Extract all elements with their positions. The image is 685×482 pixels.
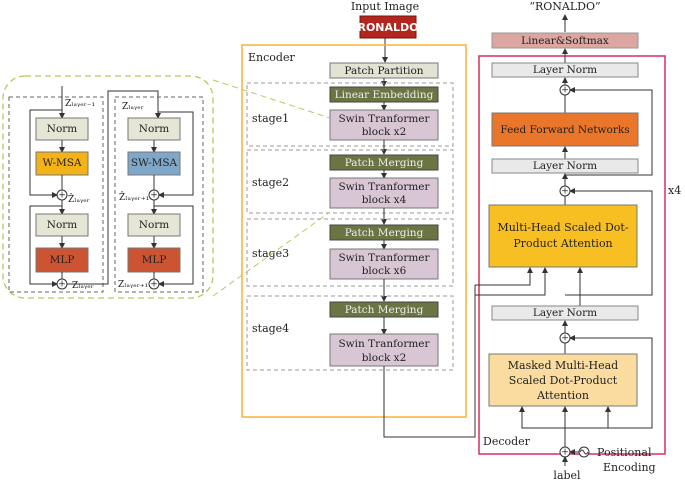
mha-block [488,204,638,268]
positional-encoding-line2: Encoding [603,461,656,474]
stage4-patch-merging-label: Patch Merging [345,304,424,316]
stage1-frame [246,82,454,147]
swin-detail-frame [2,75,214,299]
right-norm2-label: Norm [139,219,170,231]
layer-norm-3-label: Layer Norm [533,64,597,76]
stage2-swin-line2: block x4 [362,194,407,206]
stage1-swin-block [329,109,439,141]
left-z-out: Zₗₐᵧₑᵣ [72,281,94,291]
svg-text:+: + [58,191,66,201]
stage3-swin-line1: Swin Tranformer [338,252,430,264]
svg-text:+: + [561,187,569,197]
right-norm1-label: Norm [139,123,170,135]
stage2-frame [246,149,454,214]
stage2-patch-merging-label: Patch Merging [345,157,424,169]
stage3-frame [246,218,454,287]
stage4-swin-line1: Swin Tranformer [338,338,430,350]
zoom-connector-bottom [212,211,331,297]
positional-encoding-line1: Positional [597,446,652,459]
mha-line1: Multi-Head Scaled Dot- [497,221,628,234]
svg-text:+: + [150,191,158,201]
left-mlp-block [35,247,89,273]
stage3-swin-block [329,248,439,280]
input-image: RONALDO [357,15,419,39]
encoder-to-decoder-connector [383,366,476,438]
stage2-swin-block [329,177,439,209]
mha-line2: Product Attention [513,237,612,250]
stage4-label: stage4 [252,322,289,335]
input-image-text: RONALDO [357,21,418,34]
svg-text:+: + [561,448,569,458]
masked-mha-line2: Scaled Dot-Product [509,374,618,387]
stage3-swin-line2: block x6 [362,265,407,277]
stage1-swin-line2: block x2 [362,126,407,138]
right-z-out: Zₗₐᵧₑᵣ₊₁ [118,280,148,290]
right-mlp-label: MLP [142,254,167,266]
stage3-label: stage3 [252,247,289,260]
stage1-label: stage1 [252,112,289,125]
svg-text:+: + [561,86,569,96]
left-z-mid: Ẑₗₐᵧₑᵣ [68,193,90,205]
decoder-input-label: label [553,469,581,482]
left-to-right-link [67,90,161,285]
ffn-label: Feed Forward Networks [500,124,629,136]
ffn-block [491,112,639,147]
right-mlp-block [127,247,181,273]
left-swin-frame [8,96,104,293]
stage4-swin-line2: block x2 [362,352,407,364]
right-swin-frame [114,96,204,293]
svg-text:+: + [150,280,158,290]
svg-text:+: + [561,334,569,344]
stage3-patch-merging-label: Patch Merging [345,227,424,239]
stage2-label: stage2 [252,176,289,189]
encoder-frame [241,44,467,418]
stage2-swin-line1: Swin Tranformer [338,181,430,193]
output-text: “RONALDO” [529,0,600,13]
zoom-connector-top [212,79,331,119]
linear-softmax-label: Linear&Softmax [521,35,609,47]
left-z-in: Zₗₐᵧₑᵣ₋₁ [65,99,95,109]
masked-mha-line1: Masked Multi-Head [508,359,618,372]
sw-msa-label: SW-MSA [131,157,178,169]
left-mlp-label: MLP [50,254,75,266]
decoder-repeat-label: x4 [668,184,681,197]
left-norm2-label: Norm [47,219,78,231]
input-image-title: Input Image [351,0,419,13]
encoder-label: Encoder [248,51,295,64]
linear-embedding-label: Linear Embedding [335,89,434,101]
masked-mha-line3: Attention [536,389,589,402]
left-norm1-label: Norm [47,123,78,135]
layer-norm-1-label: Layer Norm [533,307,597,319]
layer-norm-2-label: Layer Norm [533,160,597,172]
stage4-swin-block [329,333,439,367]
right-z-mid: Ẑₗₐᵧₑᵣ₊₁ [119,191,149,203]
right-z-in: Zₗₐᵧₑᵣ [122,102,144,112]
w-msa-label: W-MSA [42,157,82,169]
svg-text:+: + [58,280,66,290]
stage1-swin-line1: Swin Tranformer [338,113,430,125]
patch-partition-label: Patch Partition [344,65,423,77]
decoder-label: Decoder [483,435,531,448]
